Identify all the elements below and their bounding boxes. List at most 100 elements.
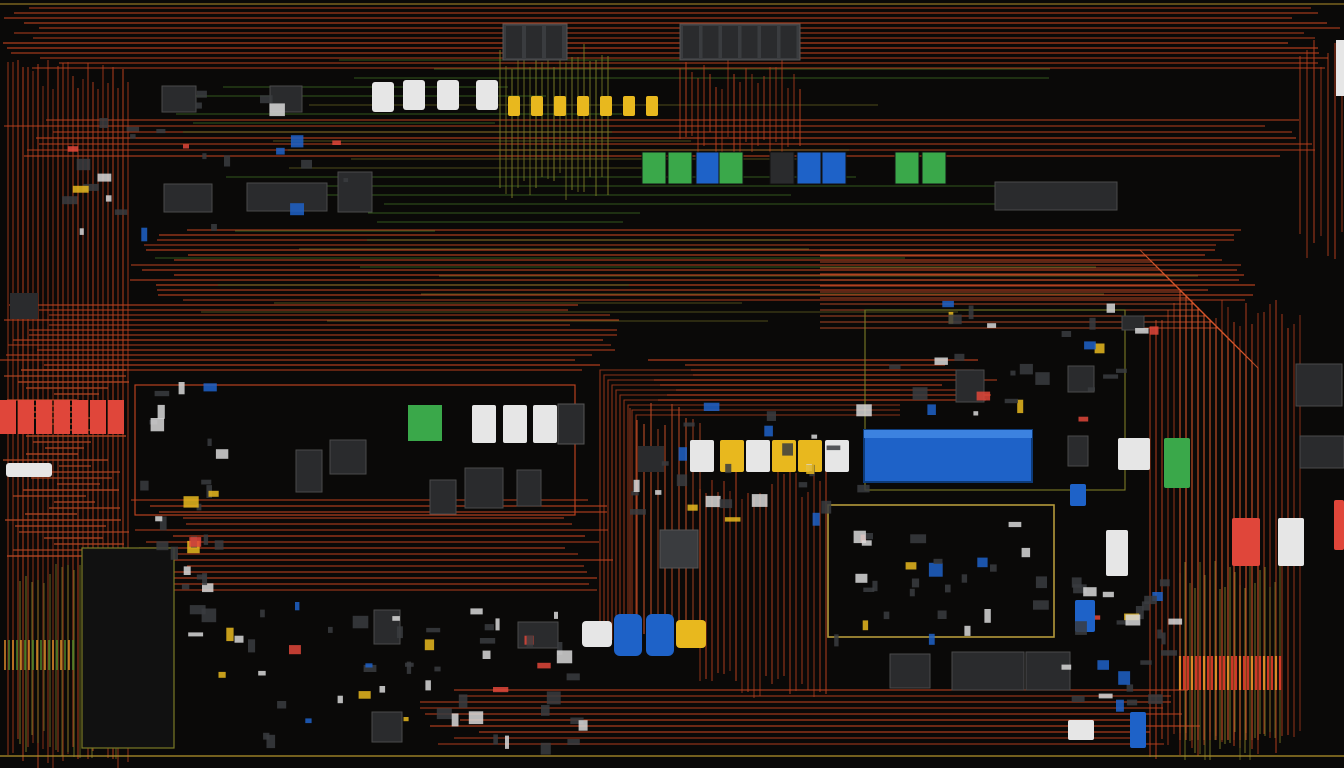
smd-part: [911, 578, 920, 588]
smd-part: [1168, 618, 1183, 625]
smd-part: [934, 357, 948, 365]
smd-part: [865, 533, 873, 540]
capacitor: [403, 80, 425, 110]
red-connector: [108, 400, 124, 434]
relay-module: [921, 151, 947, 185]
smd-part: [1103, 374, 1119, 379]
trace-path: [615, 389, 900, 640]
smd-part: [1061, 331, 1072, 337]
smd-part: [234, 635, 244, 643]
smd-part: [202, 153, 207, 160]
smd-part: [1073, 584, 1087, 594]
red-connector: [18, 400, 34, 434]
smd-part: [973, 411, 979, 416]
ic-chip: [1295, 363, 1343, 407]
connector-pin: [546, 26, 562, 58]
smd-part: [1144, 595, 1157, 605]
component: [1106, 530, 1128, 576]
ic-chip: [429, 479, 457, 515]
smd-part: [811, 434, 818, 439]
capacitor: [720, 440, 744, 472]
ic-chip: [464, 467, 504, 509]
smd-part: [541, 705, 550, 716]
red-connector: [54, 400, 70, 434]
smd-part: [495, 618, 500, 631]
smd-part: [676, 474, 688, 487]
edge-connector: [1336, 40, 1344, 96]
smd-part: [633, 479, 640, 492]
smd-part: [260, 95, 273, 104]
smd-part: [1075, 621, 1087, 635]
smd-part: [863, 587, 875, 592]
smd-part: [332, 140, 341, 145]
cylinder-capacitor: [646, 614, 674, 656]
smd-part: [97, 173, 112, 182]
smd-part: [687, 504, 698, 511]
ic-chip: [10, 293, 38, 319]
component: [1070, 484, 1086, 506]
capacitor: [623, 96, 635, 116]
smd-part: [482, 650, 491, 659]
smd-part: [484, 624, 494, 631]
smd-part: [719, 499, 733, 509]
smd-part: [62, 196, 78, 205]
smd-part: [855, 573, 868, 583]
smd-part: [834, 634, 839, 647]
capacitor: [577, 96, 589, 116]
smd-part: [912, 387, 928, 400]
capacitor: [690, 440, 714, 472]
smd-part: [933, 558, 943, 564]
smd-part: [1157, 629, 1162, 639]
smd-part: [631, 491, 639, 496]
smd-part: [170, 546, 178, 560]
smd-part: [1004, 398, 1018, 404]
capacitor: [746, 440, 770, 472]
smd-part: [154, 390, 170, 397]
sub-board-outline: [827, 504, 1055, 638]
smd-part: [526, 635, 534, 647]
capacitor: [437, 80, 459, 110]
connector-pin: [722, 26, 738, 58]
smd-part: [812, 512, 820, 526]
smd-part: [945, 584, 951, 593]
smd-part: [451, 713, 459, 727]
smd-part: [157, 404, 165, 419]
smd-part: [140, 480, 149, 491]
ic-chip: [163, 183, 213, 213]
smd-part: [1149, 326, 1159, 335]
ic-chip: [1121, 315, 1145, 331]
smd-part: [910, 534, 927, 544]
red-connector: [36, 400, 52, 434]
smd-part: [578, 720, 588, 731]
ic-chip: [371, 711, 403, 743]
smd-part: [226, 627, 234, 642]
smd-part: [183, 496, 199, 508]
ic-chip: [1067, 435, 1089, 467]
capacitor: [798, 440, 822, 472]
left-module-outline: [81, 547, 175, 749]
smd-part: [150, 418, 165, 432]
smd-part: [725, 463, 732, 474]
relay-module: [821, 151, 847, 185]
smd-part: [458, 694, 468, 708]
smd-part: [396, 626, 403, 639]
smd-part: [493, 687, 509, 693]
component: [1232, 518, 1260, 566]
smd-part: [1097, 660, 1109, 670]
smd-part: [392, 616, 400, 621]
smd-part: [826, 445, 841, 451]
component: [1130, 712, 1146, 748]
smd-part: [1116, 368, 1127, 373]
smd-part: [1089, 317, 1096, 330]
smd-part: [290, 135, 304, 148]
smd-part: [1084, 341, 1096, 350]
smd-part: [258, 670, 266, 676]
smd-part: [159, 516, 167, 531]
connector-pin: [526, 26, 542, 58]
smd-part: [661, 461, 669, 466]
white-capacitor: [472, 405, 496, 443]
smd-part: [990, 564, 997, 572]
smd-part: [436, 708, 452, 720]
component: [1164, 438, 1190, 488]
